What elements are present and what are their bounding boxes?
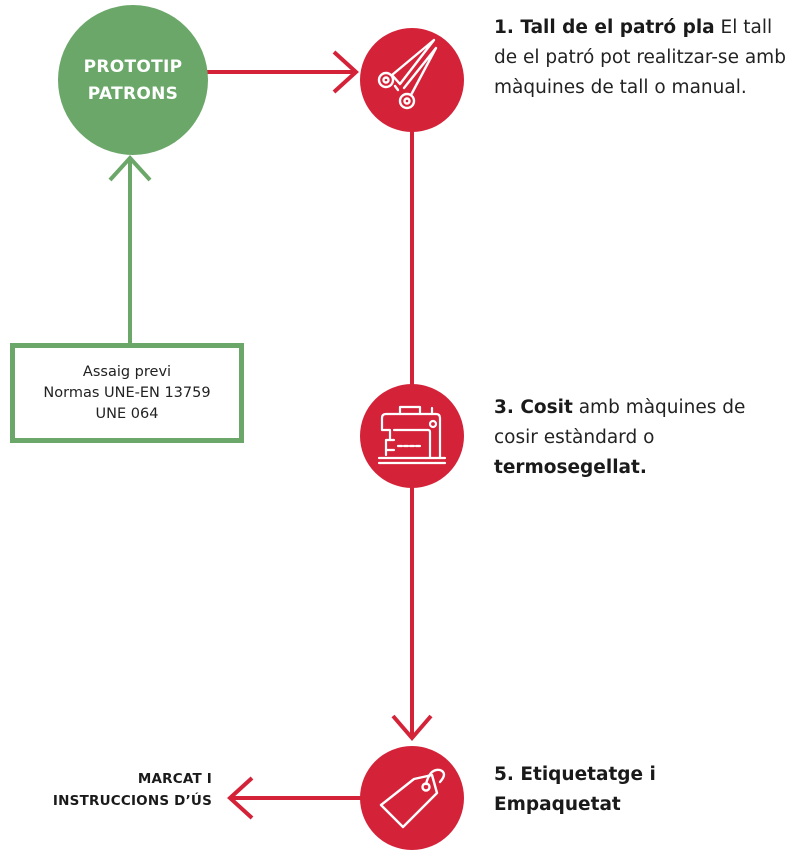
step5-text: 5. Etiquetatge i Empaquetat	[494, 760, 754, 820]
step3-text: 3. Cosit amb màquines de cosir estàndard…	[494, 393, 774, 483]
sewing-machine-icon	[377, 405, 447, 465]
step3-bold-end: termosegellat.	[494, 457, 647, 478]
scissors-icon	[377, 38, 438, 110]
side-label-line1: MARCAT I	[137, 771, 212, 787]
green-arrow-head	[108, 155, 152, 182]
step3-title: 3. Cosit	[494, 397, 573, 418]
step5-circle	[360, 746, 464, 850]
red-arrow-head-1	[332, 50, 359, 94]
prototype-label-line2: PATRONS	[87, 84, 179, 104]
step1-text: 1. Tall de el patró pla El tall de el pa…	[494, 13, 786, 103]
prototype-circle	[58, 5, 208, 155]
preliminary-test-box: Assaig previ Normas UNE-EN 13759 UNE 064	[10, 343, 244, 443]
red-arrow-head-3	[227, 776, 254, 820]
step1-circle	[360, 28, 464, 132]
step3-description: amb màquines de cosir estàndard o	[494, 397, 746, 448]
step1-title: 1. Tall de el patró pla	[494, 17, 715, 38]
prototype-label-line1: PROTOTIP	[83, 57, 183, 77]
marking-instructions-label: MARCAT I INSTRUCCIONS D’ÚS	[0, 768, 212, 812]
test-box-line2: Normas UNE-EN 13759	[43, 384, 211, 401]
test-box-line3: UNE 064	[95, 405, 159, 422]
tag-icon	[379, 768, 446, 829]
prototype-label: PROTOTIP PATRONS	[58, 54, 208, 108]
step5-title: 5. Etiquetatge i Empaquetat	[494, 764, 656, 815]
side-label-line2: INSTRUCCIONS D’ÚS	[52, 793, 212, 809]
step3-circle	[360, 384, 464, 488]
test-box-line1: Assaig previ	[82, 363, 172, 380]
step1-description: El tall de el patró pot realitzar-se amb…	[494, 17, 786, 98]
red-arrow-head-2	[391, 714, 433, 742]
